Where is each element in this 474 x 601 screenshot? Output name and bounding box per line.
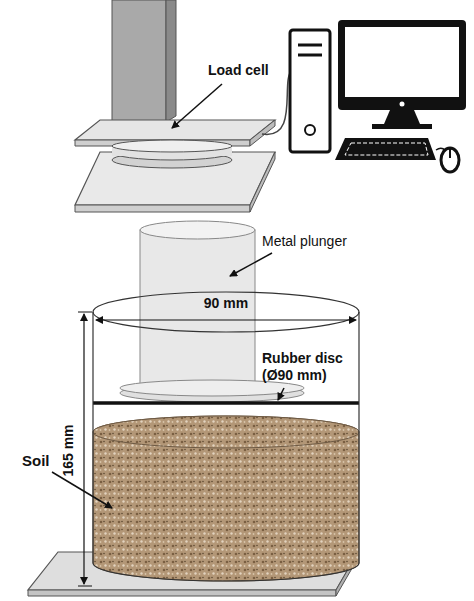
soil-sample (93, 416, 359, 581)
computer-icon (290, 20, 466, 172)
test-cylinder (93, 292, 359, 581)
dimension-label: 165 mm (60, 424, 77, 476)
load-cell-plate (75, 120, 275, 140)
dimension-line (83, 314, 84, 584)
metal-plunger (140, 230, 255, 388)
leader-lines (52, 84, 284, 508)
dimension-line (96, 319, 356, 320)
dimension-label: 90 mm (204, 295, 248, 312)
loading-column (112, 0, 166, 122)
rubber-disc (93, 401, 359, 405)
part-label: Metal plunger (262, 233, 347, 250)
part-label: Soil (22, 452, 50, 469)
part-label: Rubber disc (Ø90 mm) (262, 350, 357, 384)
part-label: Load cell (208, 62, 269, 79)
